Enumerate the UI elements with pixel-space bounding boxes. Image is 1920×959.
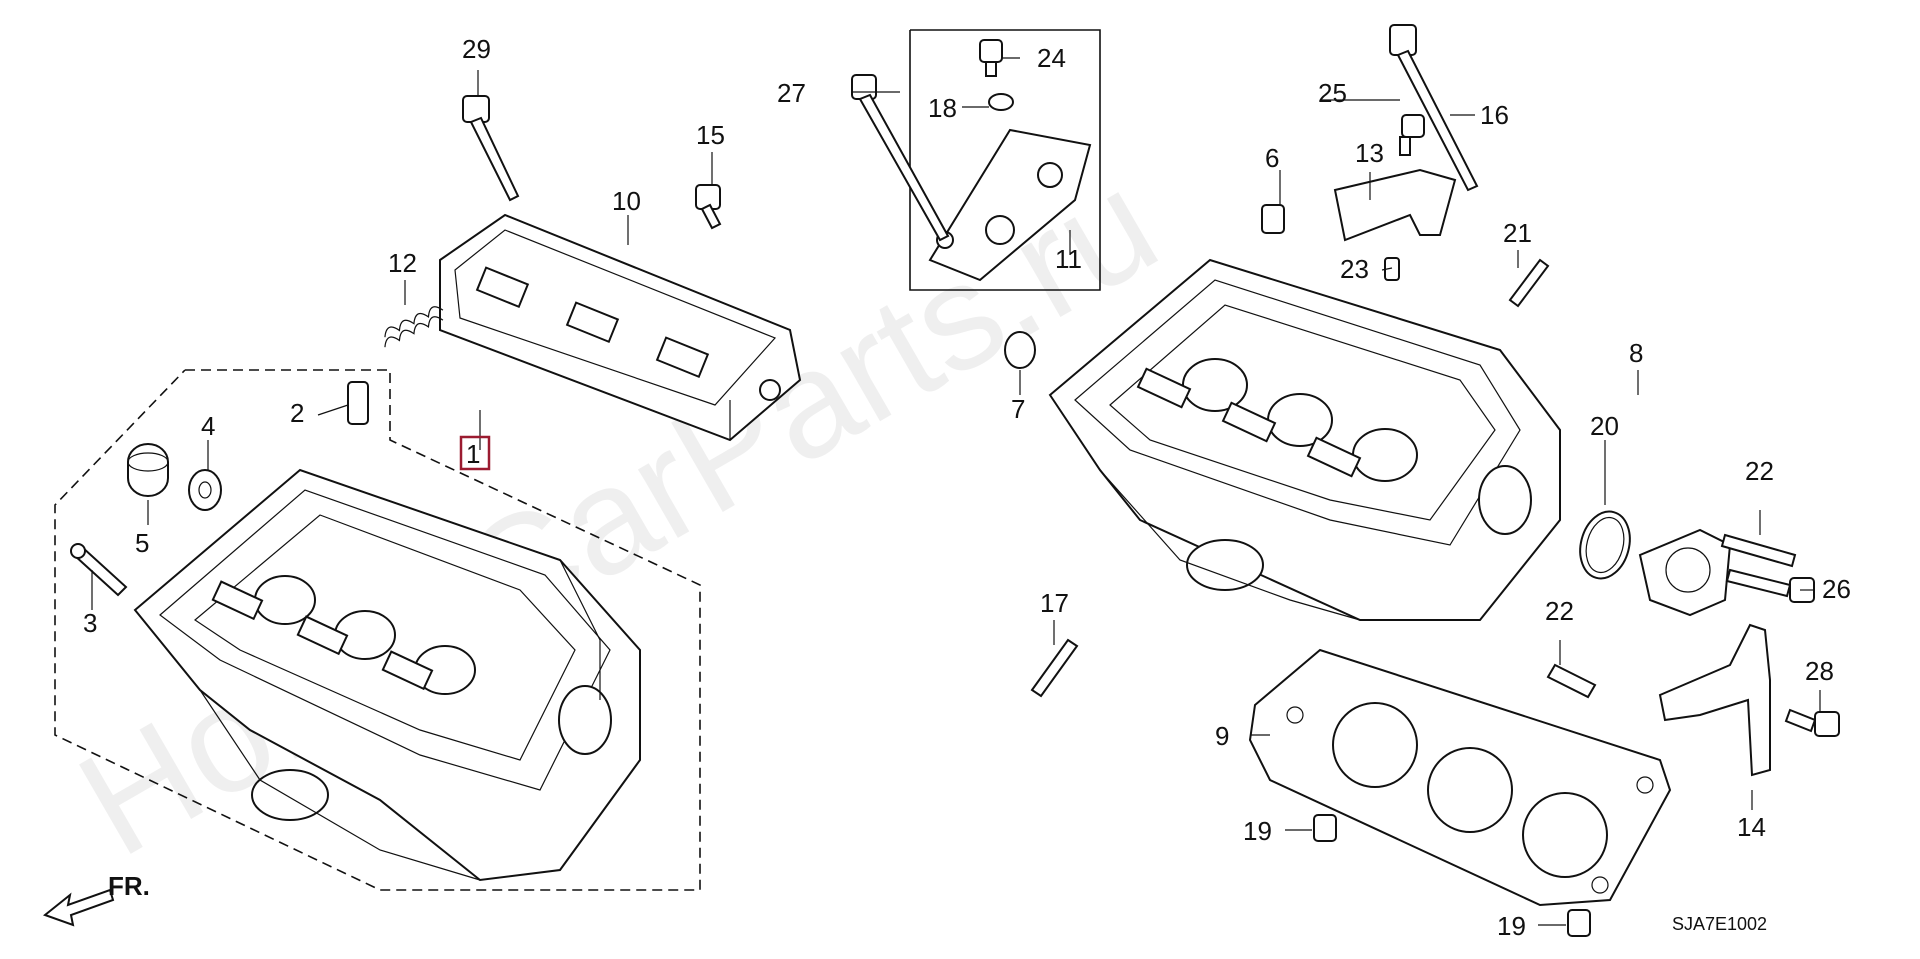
cap-6[interactable] <box>1261 204 1285 234</box>
cap-7[interactable] <box>1004 331 1036 369</box>
assembly-boundary-left <box>54 369 701 891</box>
callout-4[interactable]: 4 <box>201 411 215 441</box>
stud-22-upper[interactable] <box>1720 533 1797 568</box>
callout-2[interactable]: 2 <box>290 398 304 428</box>
callout-7[interactable]: 7 <box>1011 394 1025 424</box>
dowel-19-lower[interactable] <box>1567 909 1591 937</box>
stud-17[interactable] <box>1030 638 1079 698</box>
callout-8[interactable]: 8 <box>1629 338 1643 368</box>
callout-20[interactable]: 20 <box>1590 411 1619 441</box>
callout-22-upper[interactable]: 22 <box>1745 456 1774 486</box>
callout-15[interactable]: 15 <box>696 120 725 150</box>
bolt-28[interactable] <box>1784 708 1840 737</box>
bolt-24[interactable] <box>979 39 1003 77</box>
callout-28[interactable]: 28 <box>1805 656 1834 686</box>
bolt-29[interactable] <box>462 95 520 202</box>
stud-bolt-3[interactable] <box>70 543 128 597</box>
spring-12[interactable] <box>382 304 444 348</box>
callout-22-lower[interactable]: 22 <box>1545 596 1574 626</box>
plug-5[interactable] <box>127 443 169 497</box>
callout-16[interactable]: 16 <box>1480 100 1509 130</box>
dowel-pin-2[interactable] <box>347 381 369 425</box>
callout-14[interactable]: 14 <box>1737 812 1766 842</box>
bolt-15[interactable] <box>695 184 722 230</box>
bracket-11[interactable] <box>928 128 1092 282</box>
callout-19-upper[interactable]: 19 <box>1243 816 1272 846</box>
washer-18[interactable] <box>988 93 1014 111</box>
diagram-code: SJA7E1002 <box>1672 914 1767 934</box>
washer-4[interactable] <box>188 469 222 511</box>
callout-5[interactable]: 5 <box>135 528 149 558</box>
callout-26[interactable]: 26 <box>1822 574 1851 604</box>
front-arrow-icon: FR. <box>42 871 150 927</box>
callout-6[interactable]: 6 <box>1265 143 1279 173</box>
bracket-13[interactable] <box>1333 168 1457 242</box>
cylinder-head-right[interactable] <box>1048 258 1561 621</box>
dowel-19-upper[interactable] <box>1313 814 1337 842</box>
callout-3[interactable]: 3 <box>83 608 97 638</box>
svg-text:1: 1 <box>466 439 480 469</box>
bolt-26[interactable] <box>1725 568 1815 603</box>
callout-10[interactable]: 10 <box>612 186 641 216</box>
callout-1[interactable]: 1 <box>459 435 491 471</box>
leader-lines <box>91 57 1821 926</box>
camshaft-holder-left[interactable] <box>439 213 802 442</box>
callout-12[interactable]: 12 <box>388 248 417 278</box>
callout-27[interactable]: 27 <box>777 78 806 108</box>
bolt-25[interactable] <box>1399 114 1425 156</box>
bolt-27[interactable] <box>851 74 950 242</box>
cover-8[interactable] <box>1638 528 1732 617</box>
front-marker-label: FR. <box>108 871 150 901</box>
head-gasket-9[interactable] <box>1248 648 1672 907</box>
callout-29[interactable]: 29 <box>462 34 491 64</box>
stud-22-lower[interactable] <box>1546 663 1597 699</box>
bracket-14[interactable] <box>1658 623 1771 777</box>
cylinder-head-left[interactable] <box>133 468 641 882</box>
callout-9[interactable]: 9 <box>1215 721 1229 751</box>
callout-13[interactable]: 13 <box>1355 138 1384 168</box>
callout-19-lower[interactable]: 19 <box>1497 911 1526 941</box>
callout-25[interactable]: 25 <box>1318 78 1347 108</box>
bolt-16[interactable] <box>1389 24 1479 192</box>
assembly-boundary-center <box>909 29 1101 291</box>
callout-18[interactable]: 18 <box>928 93 957 123</box>
callout-labels: 1 2 3 4 5 6 7 8 9 10 11 12 13 14 15 16 1… <box>83 34 1851 941</box>
o-ring-20[interactable] <box>1573 506 1637 584</box>
callout-24[interactable]: 24 <box>1037 43 1066 73</box>
stud-21[interactable] <box>1508 258 1550 308</box>
callout-11[interactable]: 11 <box>1055 244 1082 274</box>
callout-21[interactable]: 21 <box>1503 218 1532 248</box>
callout-23[interactable]: 23 <box>1340 254 1369 284</box>
callout-17[interactable]: 17 <box>1040 588 1069 618</box>
